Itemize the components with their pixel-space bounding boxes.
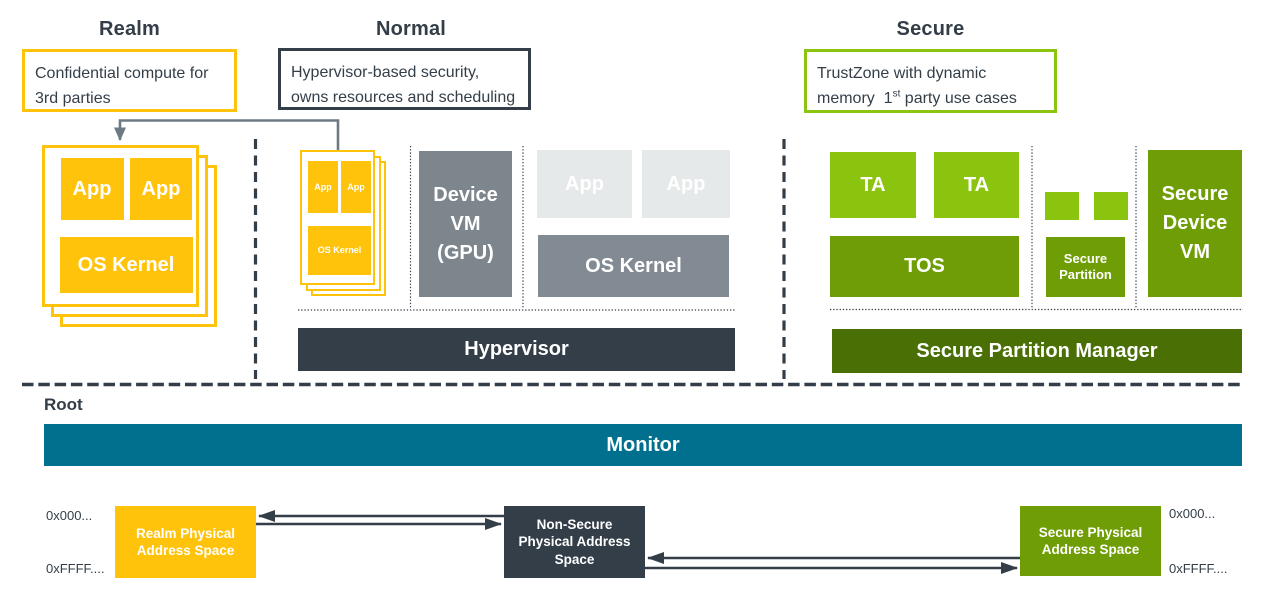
normal-note-box: Hypervisor-based security, owns resource… <box>278 48 531 110</box>
secure-device-vm-box: Secure Device VM <box>1148 150 1242 297</box>
normal-app-right-box: App <box>642 150 730 218</box>
non-secure-physical-address-space-box: Non-Secure Physical Address Space <box>504 506 645 578</box>
realm-physical-address-space-box: Realm Physical Address Space <box>115 506 256 578</box>
realm-note-box: Confidential compute for 3rd parties <box>22 49 237 112</box>
right-address-top-label: 0x000... <box>1169 506 1216 521</box>
normal-app-left-box: App <box>537 150 632 218</box>
left-address-top-label: 0x000... <box>46 508 93 523</box>
normal-vm-app-left-box: App <box>308 161 338 213</box>
root-label: Root <box>44 395 83 414</box>
realm-world-title: Realm <box>98 18 161 40</box>
realm-app-left-box: App <box>60 158 124 220</box>
normal-note-text: Hypervisor-based security, owns resource… <box>291 64 516 106</box>
right-address-bottom-label: 0xFFFF.... <box>1169 561 1228 576</box>
secure-note-superscript: st <box>892 88 901 100</box>
secure-note-line2-post: party use cases <box>900 90 1017 107</box>
realm-vm-box: App App OS Kernel <box>42 145 199 307</box>
normal-os-kernel-box: OS Kernel <box>538 235 729 297</box>
realm-note-text: Confidential compute for 3rd parties <box>35 65 209 107</box>
secure-partition-app-right <box>1094 191 1128 220</box>
ta-left-box: TA <box>830 152 916 218</box>
normal-vm-app-right-box: App <box>341 161 371 213</box>
realm-os-kernel-box: OS Kernel <box>59 237 193 293</box>
secure-world-title: Secure <box>896 18 965 40</box>
ta-right-box: TA <box>934 152 1019 218</box>
device-vm-box: Device VM (GPU) <box>419 151 512 297</box>
secure-partition-manager-bar: Secure Partition Manager <box>832 329 1242 373</box>
hypervisor-bar: Hypervisor <box>298 328 735 371</box>
secure-note-line2: memory 1st party use cases <box>817 86 1044 111</box>
secure-partition-app-left <box>1045 191 1079 220</box>
secure-note-box: TrustZone with dynamic memory 1st party … <box>804 49 1057 113</box>
secure-note-line2-pre: memory 1 <box>817 90 893 107</box>
tos-bar: TOS <box>830 236 1019 297</box>
secure-partition-box: Secure Partition <box>1046 237 1125 297</box>
normal-world-title: Normal <box>375 18 447 40</box>
realm-app-right-box: App <box>130 158 192 220</box>
normal-vm-stack: App App OS Kernel <box>300 150 390 300</box>
realm-vm-stack: App App OS Kernel <box>42 145 227 337</box>
normal-vm-box: App App OS Kernel <box>300 150 375 285</box>
secure-note-line1: TrustZone with dynamic <box>817 65 987 82</box>
monitor-bar: Monitor <box>44 424 1242 466</box>
left-address-bottom-label: 0xFFFF.... <box>46 561 105 576</box>
normal-vm-os-kernel-box: OS Kernel <box>308 226 371 275</box>
secure-physical-address-space-box: Secure Physical Address Space <box>1020 506 1161 576</box>
